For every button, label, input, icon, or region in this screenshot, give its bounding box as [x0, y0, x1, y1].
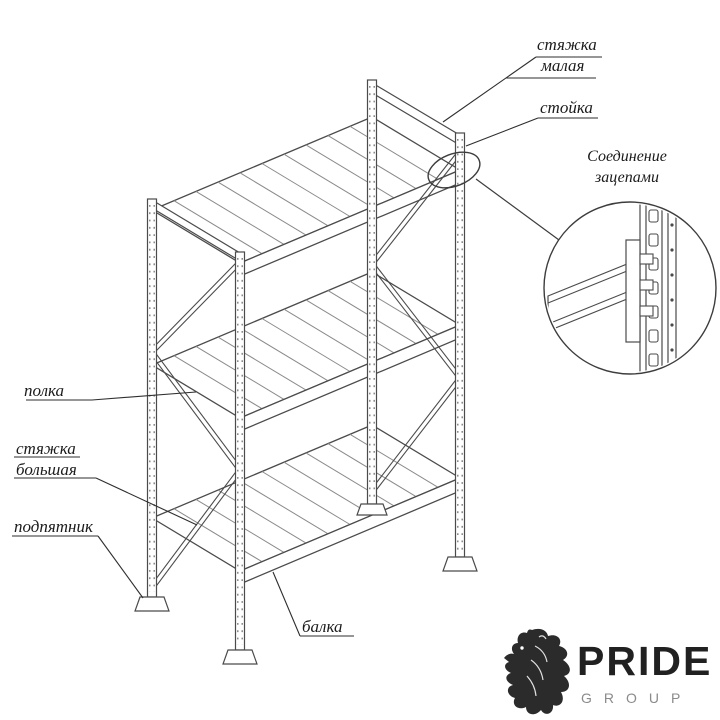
detail-upright: [639, 204, 677, 372]
upright-post: [366, 79, 378, 505]
label-hook-connection-line1: Соединение: [587, 148, 667, 165]
leader-lines: [12, 56, 602, 637]
shelf-top: [150, 116, 462, 277]
detail-beam: [547, 239, 654, 343]
upright-posts: [146, 79, 466, 651]
lion-logo-icon: [504, 628, 570, 715]
label-tie-small-line2: малая: [541, 56, 585, 75]
foot-plate: [356, 503, 388, 516]
label-tie-big: стяжка большая: [16, 438, 77, 480]
label-beam: балка: [302, 617, 343, 636]
upright-post: [146, 198, 158, 598]
rack-drawing: [134, 79, 478, 665]
foot-plates: [134, 503, 478, 665]
connection-highlight: [427, 151, 481, 189]
label-tie-small-line1: стяжка: [537, 35, 597, 54]
label-shelf: полка: [24, 381, 65, 400]
logo-brand-text: PRIDE: [577, 638, 713, 684]
frame-braces: [149, 150, 463, 590]
upright-post: [234, 251, 246, 651]
label-upright: стойка: [540, 98, 593, 117]
hook-connection-detail: [543, 201, 717, 375]
label-hook-connection: Соединение зацепами: [552, 146, 702, 188]
label-hook-connection-line2: зацепами: [595, 169, 659, 186]
label-tie-small: стяжка малая: [537, 34, 597, 76]
detail-perforations: [648, 209, 674, 367]
label-tie-big-line1: стяжка: [16, 439, 76, 458]
detail-hook: [639, 253, 654, 265]
shelf-bottom: [150, 424, 462, 585]
detail-hook: [639, 305, 654, 317]
foot-plate: [134, 596, 170, 612]
detail-hook: [639, 279, 654, 291]
detail-connector-plate: [625, 239, 641, 343]
label-foot-plate: подпятник: [14, 517, 93, 536]
foot-plate: [442, 556, 478, 572]
detail-link-line: [475, 178, 560, 241]
logo-subtitle-text: GROUP: [581, 690, 693, 706]
label-tie-big-line2: большая: [16, 460, 77, 479]
foot-plate: [222, 649, 258, 665]
upright-post: [454, 132, 466, 558]
shelf-decks: [150, 116, 462, 585]
shelf-middle: [150, 271, 462, 432]
